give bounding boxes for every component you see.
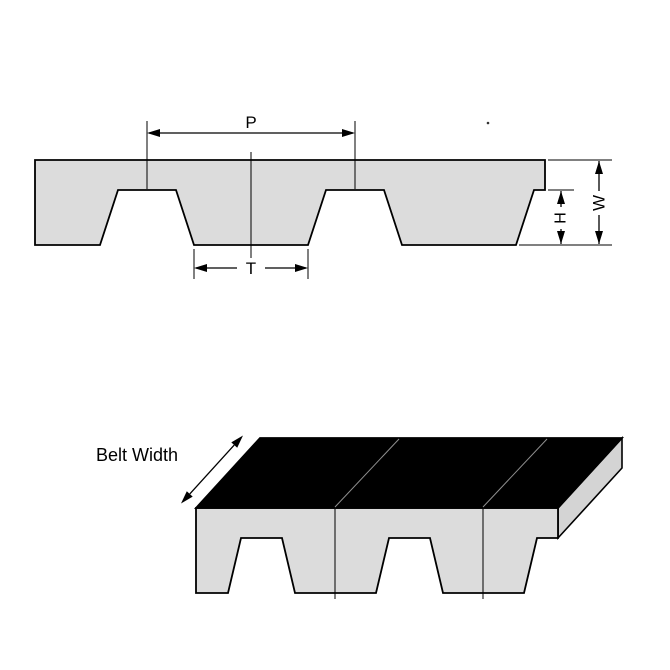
- isometric-figure: Belt Width: [96, 435, 625, 599]
- tooth-height-label: H: [553, 212, 570, 224]
- top-face-centerline-right: [482, 438, 548, 508]
- pitch-arrow-left: [147, 129, 160, 137]
- belt-front-face: [195, 507, 559, 594]
- tooth-height-arrow-down: [557, 231, 565, 244]
- belt-width-label: Belt Width: [96, 445, 178, 465]
- belt-thickness-arrow-up: [595, 161, 603, 174]
- tooth-width-arrow-right: [295, 264, 308, 272]
- cross-section-figure: P T H W: [34, 113, 612, 279]
- tooth-height-arrow-up: [557, 191, 565, 204]
- pitch-label: P: [245, 113, 256, 132]
- tooth-width-label: T: [246, 259, 256, 278]
- belt-width-arrow-upper: [231, 435, 243, 448]
- belt-thickness-label: W: [590, 195, 609, 211]
- pitch-arrow-right: [342, 129, 355, 137]
- top-face-centerline-left: [334, 438, 400, 508]
- belt-thickness-arrow-down: [595, 231, 603, 244]
- belt-width-arrow-lower: [181, 491, 193, 504]
- belt-profile-shape: [34, 159, 546, 246]
- belt-top-face: [193, 437, 625, 509]
- tooth-width-arrow-left: [194, 264, 207, 272]
- ink-speck: [486, 121, 490, 125]
- belt-width-dimension-line: [189, 444, 235, 495]
